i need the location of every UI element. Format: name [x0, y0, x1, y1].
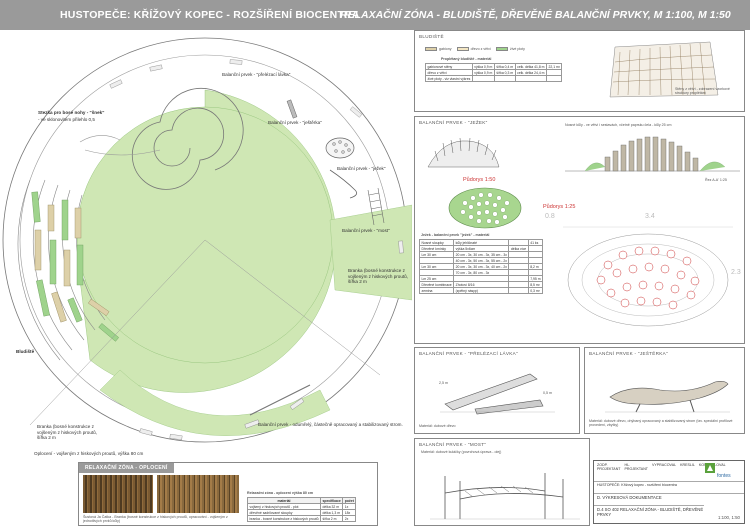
label-jesterka: Balanční prvek - "ještěrka" — [268, 120, 322, 125]
label-odumrely: Balanční prvek - odumřelý, částečně opra… — [258, 422, 403, 427]
pudorys-1-50: Půdorys 1:50 — [463, 177, 496, 183]
panel-jesterka-title: BALANČNÍ PRVEK - "JEŠTĚRKA" — [589, 351, 668, 356]
title-block-section: D. VÝKRESOVÁ DOKUMENTACE — [594, 493, 744, 500]
stepping-stones — [109, 59, 404, 441]
sheet-subtitle: RELAXAČNÍ ZÓNA - BLUDIŠTĚ, DŘEVĚNÉ BALAN… — [340, 9, 731, 21]
panel-bludiste: BLUDIŠTĚ gabiony dřevo z větví živé plot… — [414, 30, 745, 112]
dim-08: 0.8 — [545, 213, 555, 220]
dim-34: 3.4 — [645, 213, 655, 220]
label-sneck-note: - ve sklonovitém přilehlo 0,5 — [38, 117, 95, 122]
lavka-dim-b: 0,5 m — [543, 391, 552, 395]
label-oploceni: Oplocení - vojšeným z hiskových proutů, … — [34, 451, 144, 456]
lawn-wedge-east — [329, 204, 412, 301]
swatch-hedge — [495, 47, 508, 52]
lawn-band-south — [99, 369, 331, 436]
fence-photo-note: Šustová Ja Čatka - Branka (bosné konstru… — [83, 515, 228, 524]
hedgehog-plan-1-25 — [563, 226, 733, 327]
fallen-tree-plan — [249, 384, 311, 416]
label-most: Balanční prvek - "most" — [342, 228, 390, 233]
dim-23: 2.3 — [731, 269, 741, 276]
snail-spiral — [79, 87, 244, 190]
title-block-scale: 1:100, 1:50 — [718, 514, 740, 520]
branch-wall-note: Stěny z větví - zobrazení vzorkové struk… — [675, 87, 730, 96]
label-lavka: Balanční prvek - "přelézací lávka" — [222, 72, 291, 77]
panel-jezek: BALANČNÍ PRVEK - "JEŽEK" Nosné kůly - ve… — [414, 116, 745, 344]
panel-jesterka: BALANČNÍ PRVEK - "JEŠTĚRKA" Materiál: du… — [584, 347, 745, 434]
fence-photo-2 — [157, 475, 239, 513]
pudorys-1-25: Půdorys 1:25 — [543, 204, 576, 210]
label-branka2: Branka (bosné konstrukce z vojšeným z hi… — [37, 424, 97, 440]
label-sneck: Stezka pro bosé nohy - "šnek" — [38, 110, 105, 115]
hedgehog-plan-1-50 — [448, 187, 522, 229]
lavka-sketch — [440, 373, 555, 415]
project-title: HUSTOPEČE: KŘÍŽOVÝ KOPEC - ROZŠÍŘENÍ BIO… — [60, 9, 360, 21]
title-block-drawing: D.4 SO 402 RELAXAČNÍ ZÓNA - BLUDIŠTĚ, DŘ… — [594, 505, 704, 517]
lizard-plan — [329, 169, 358, 199]
jesterka-note: Materiál: dubové dřevo, ohýbaný opracova… — [589, 419, 733, 428]
sheet-header: HUSTOPEČE: KŘÍŽOVÝ KOPEC - ROZŠÍŘENÍ BIO… — [0, 0, 750, 30]
fontes-logo: fontes — [705, 463, 731, 479]
panel-jezek-title: BALANČNÍ PRVEK - "JEŽEK" — [419, 120, 488, 125]
hedgehog-sketch — [427, 137, 500, 168]
panel-bludiste-title: BLUDIŠTĚ — [419, 34, 444, 39]
lavka-note: Materiál: dubové dřevo — [419, 424, 456, 428]
panel-oploceni-title: RELAXAČNÍ ZÓNA - OPLOCENÍ — [79, 463, 174, 473]
log-lavka-plan — [286, 99, 298, 119]
bridge-plan — [367, 187, 385, 226]
site-plan — [2, 37, 412, 443]
title-block-project: HUSTOPEČE: Křížový kopec - rozšíření bio… — [594, 481, 744, 487]
hedgehog-table-title: Ježek - balanční prvek "ježek" - materiá… — [421, 233, 490, 237]
lizard-sketch — [605, 381, 730, 413]
label-bludiste: Bludiště — [16, 349, 35, 354]
hedgehog-elevation — [565, 136, 740, 172]
elevation-scale: Řez A-A' 1:25 — [705, 178, 727, 182]
lavka-dim-a: 2,5 m — [439, 381, 448, 385]
label-branka: Branka (bosné konstrukce z vojšeným z hi… — [348, 268, 408, 284]
lawn-circle — [76, 106, 334, 364]
table-row: branka - bosné konstrukce z hiskových pr… — [247, 515, 357, 522]
most-note: Materiál: dubové kuláčky (povrchová úpra… — [421, 450, 502, 454]
swatch-gabion — [425, 47, 437, 52]
maze-table-title: Proplétaný bludiště - materiál — [441, 57, 492, 61]
maze — [17, 179, 119, 361]
table-row: zemina(zpětný násyp)0,3 m³ — [418, 287, 544, 294]
panel-lavka: BALANČNÍ PRVEK - "PŘELÉZACÍ LÁVKA" 2,5 m… — [414, 347, 580, 434]
panel-most: BALANČNÍ PRVEK - "MOST" Materiál: dubové… — [414, 438, 590, 526]
hedgehog-annotation: Nosné kůly - ve větvi i sestavách, včetn… — [565, 123, 672, 127]
fence-photo-1 — [83, 475, 153, 513]
label-jezek: Balanční prvek - "ježek" — [337, 166, 386, 171]
panel-most-title: BALANČNÍ PRVEK - "MOST" — [419, 442, 487, 447]
fence-table-title: Relaxační zóna - oplocení výška 80 cm — [247, 491, 314, 495]
panel-lavka-title: BALANČNÍ PRVEK - "PŘELÉZACÍ LÁVKA" — [419, 351, 518, 356]
svg-text:fontes: fontes — [717, 473, 731, 479]
panel-oploceni: RELAXAČNÍ ZÓNA - OPLOCENÍ Šustová Ja Čat… — [78, 462, 378, 526]
maze-legend: gabiony dřevo z větví živé ploty — [425, 47, 525, 52]
branch-wall-sketch — [609, 41, 719, 98]
swatch-wood — [456, 47, 469, 52]
table-row: živé ploty - viz vlastní výkres — [425, 75, 563, 82]
bridge-sketch — [430, 473, 580, 520]
